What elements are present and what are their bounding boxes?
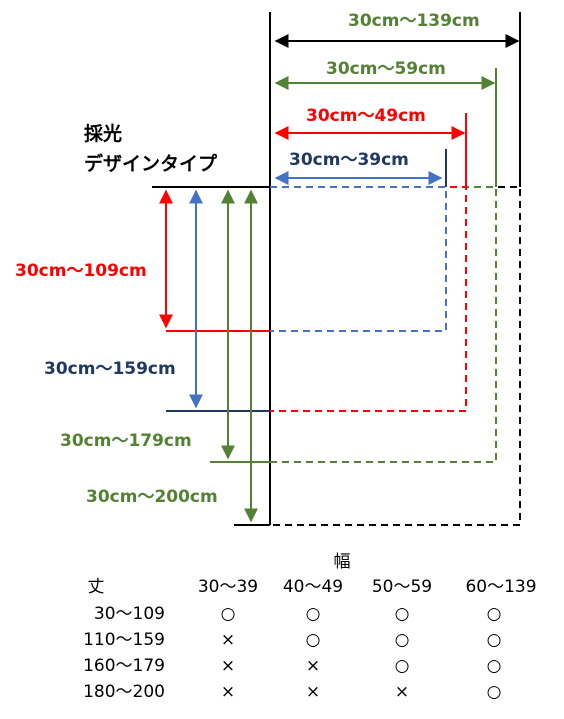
table-row-label: 180～200 [83, 682, 165, 702]
table-width-header: 幅 [334, 552, 351, 572]
table-cell: ○ [395, 604, 410, 624]
table-cell: × [395, 682, 409, 702]
table-column-header: 30～39 [198, 577, 258, 597]
window-outline-179 [270, 186, 497, 463]
height-label-200: 30cm～200cm [86, 487, 218, 507]
table-column-header: 40～49 [283, 577, 343, 597]
title-line-1: 採光 [84, 122, 122, 145]
height-label-179: 30cm～179cm [60, 431, 192, 451]
height-label-109: 30cm～109cm [15, 261, 147, 281]
table-cell: × [221, 630, 235, 650]
table-cell: × [306, 682, 320, 702]
table-height-header: 丈 [88, 577, 105, 597]
table-row-label: 160～179 [83, 656, 165, 676]
table-cell: ○ [487, 656, 502, 676]
window-outline-159 [270, 186, 467, 412]
table-cell: ○ [306, 604, 321, 624]
table-cell: × [306, 656, 320, 676]
table-cell: × [221, 682, 235, 702]
table-row-label: 30～109 [94, 604, 165, 624]
width-label-139: 30cm～139cm [348, 11, 480, 31]
table-column-header: 60～139 [465, 577, 536, 597]
table-column-header: 50～59 [372, 577, 432, 597]
width-label-59: 30cm～59cm [326, 59, 446, 79]
table-cell: ○ [221, 604, 236, 624]
table-cell: ○ [487, 604, 502, 624]
width-label-49: 30cm～49cm [306, 106, 426, 126]
window-outline-109 [270, 186, 447, 332]
height-label-159: 30cm～159cm [44, 359, 176, 379]
title-line-2: デザインタイプ [84, 152, 218, 175]
table-cell: ○ [306, 630, 321, 650]
table-cell: ○ [395, 630, 410, 650]
table-row-label: 110～159 [83, 630, 165, 650]
table-cell: ○ [487, 682, 502, 702]
window-outline-200 [270, 186, 521, 526]
table-cell: ○ [395, 656, 410, 676]
compatibility-table: 幅 丈 30～39 40～49 50～59 60～139 30～109 ○ ○ … [83, 552, 536, 702]
width-label-39: 30cm～39cm [289, 150, 409, 170]
table-cell: ○ [487, 630, 502, 650]
table-cell: × [221, 656, 235, 676]
